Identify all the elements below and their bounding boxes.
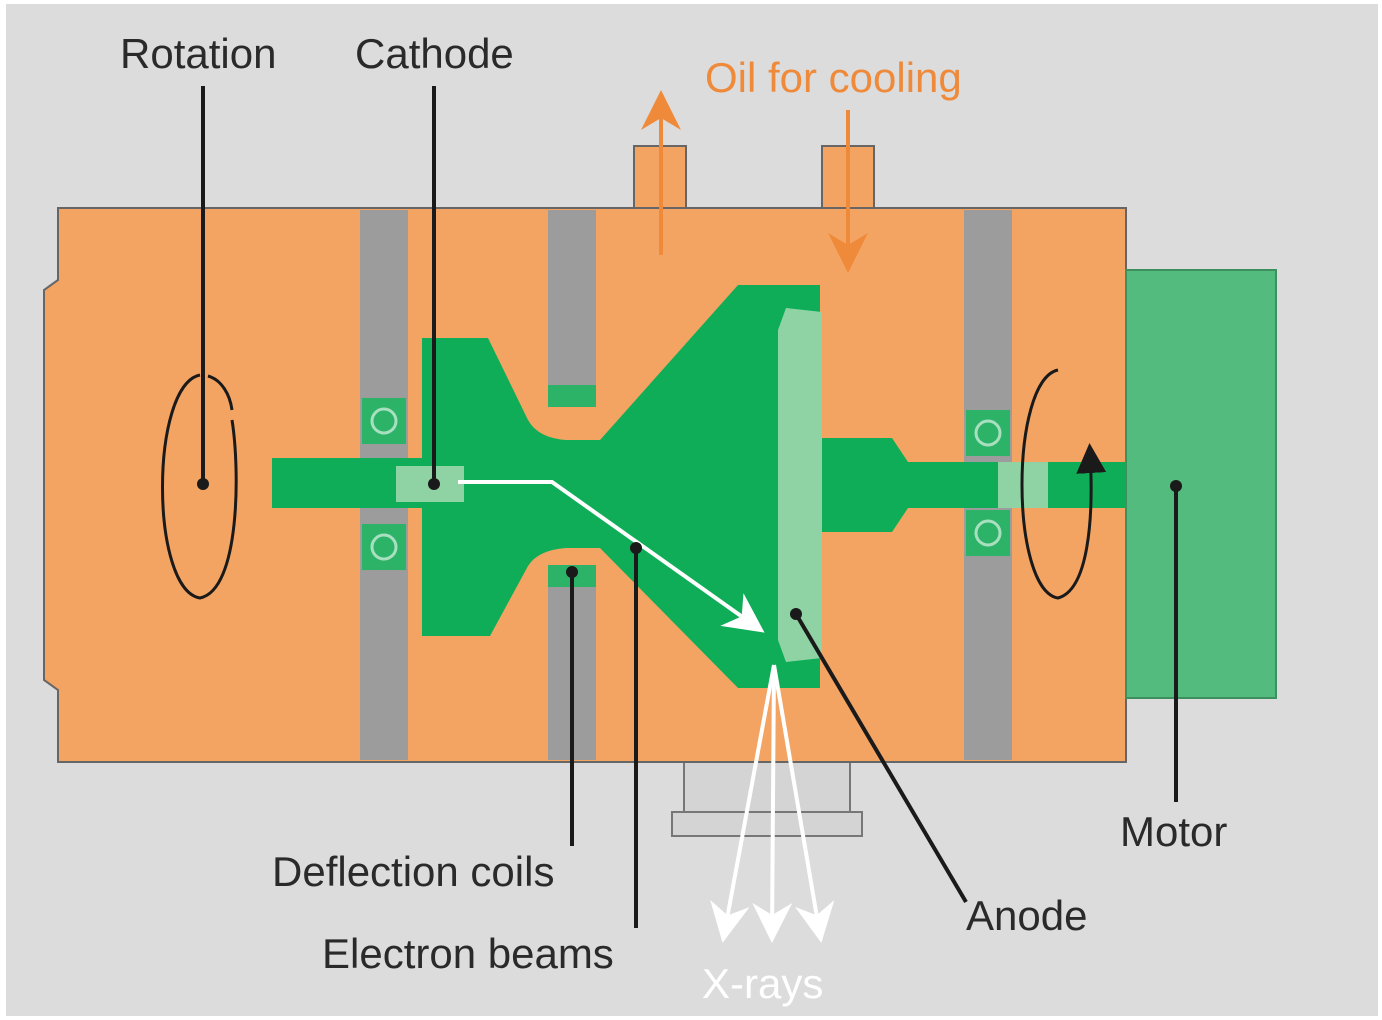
deflection-coil-upper [548, 210, 596, 400]
motor-block [1125, 269, 1277, 699]
vacuum-tube-body [272, 285, 1126, 688]
rotation-indicator-left [161, 373, 238, 600]
cathode-label: Cathode [355, 30, 514, 77]
bearing-circle-icon [370, 533, 398, 561]
bearings [362, 398, 1010, 570]
leader-lines [201, 86, 1178, 928]
rotation-indicator-right [1020, 368, 1107, 600]
bearing-circle-icon [974, 419, 1002, 447]
bearing-circle-icon [974, 519, 1002, 547]
deflection-coil-cap-upper [548, 385, 596, 407]
mount-bracket [671, 761, 863, 837]
motor-label: Motor [1120, 808, 1227, 855]
electron-beams-label: Electron beams [322, 930, 614, 977]
bearing-circle-icon [370, 407, 398, 435]
xray-arrows [710, 664, 835, 943]
anode-disc [778, 308, 822, 662]
oil-cooling-label: Oil for cooling [705, 54, 962, 101]
rotation-label: Rotation [120, 30, 276, 77]
leader-anode [794, 612, 968, 904]
deflection-coils-label: Deflection coils [272, 848, 554, 895]
electron-beam-arrow [458, 480, 765, 633]
leader-dots [197, 478, 1182, 620]
anode-label: Anode [966, 892, 1087, 939]
xrays-label: X-rays [702, 960, 823, 1007]
